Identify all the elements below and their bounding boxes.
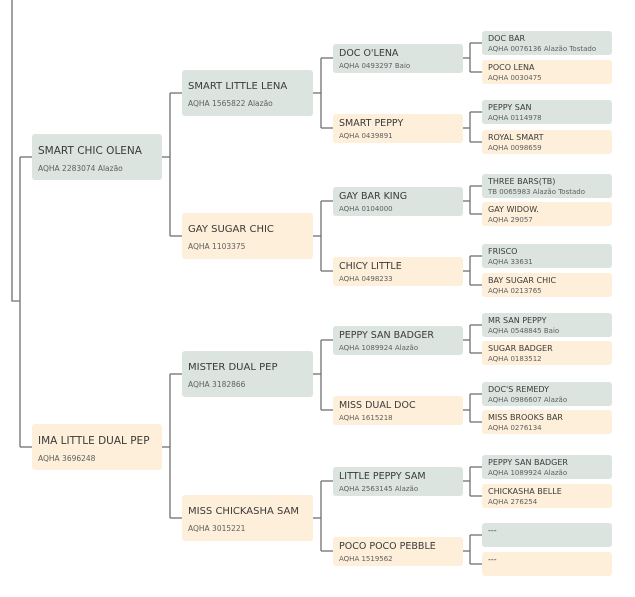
horse-name: --- [488, 555, 497, 564]
horse-box-gen4-1[interactable]: POCO LENA AQHA 0030475 [482, 60, 612, 84]
horse-registration: AQHA 1089924 Alazão [339, 343, 419, 352]
horse-box-gen3-0[interactable]: DOC O'LENA AQHA 0493297 Baio [333, 43, 463, 73]
horse-box-gen3-6[interactable]: LITTLE PEPPY SAM AQHA 2563145 Alazão [333, 466, 463, 496]
horse-box-gen2-1[interactable]: GAY SUGAR CHIC AQHA 1103375 [182, 213, 313, 259]
horse-box-gen3-7[interactable]: POCO POCO PEBBLE AQHA 1519562 [333, 536, 463, 566]
horse-name: SMART LITTLE LENA [188, 81, 288, 92]
horse-box-gen2-2[interactable]: MISTER DUAL PEP AQHA 3182866 [182, 351, 313, 397]
horse-registration: AQHA 3696248 [38, 454, 96, 463]
horse-registration: AQHA 0213765 [488, 287, 542, 295]
horse-box-gen4-14[interactable]: --- [482, 523, 612, 547]
horse-name: BAY SUGAR CHIC [488, 276, 557, 285]
horse-registration: AQHA 0276134 [488, 424, 542, 432]
horse-box-gen4-3[interactable]: ROYAL SMART AQHA 0098659 [482, 130, 612, 154]
horse-name: FRISCO [488, 247, 518, 256]
horse-box-gen3-4[interactable]: PEPPY SAN BADGER AQHA 1089924 Alazão [333, 325, 463, 355]
horse-box-gen4-13[interactable]: CHICKASHA BELLE AQHA 276254 [482, 484, 612, 508]
horse-registration: AQHA 0493297 Baio [339, 61, 411, 70]
horse-box-gen3-2[interactable]: GAY BAR KING AQHA 0104000 [333, 186, 463, 216]
horse-name: GAY BAR KING [339, 190, 408, 202]
horse-name: SMART CHIC OLENA [38, 145, 142, 157]
horse-name: SUGAR BADGER [488, 344, 553, 353]
horse-name: SMART PEPPY [339, 117, 404, 129]
horse-registration: AQHA 0986607 Alazão [488, 396, 568, 404]
horse-registration: AQHA 0183512 [488, 355, 542, 363]
horse-name: MISS DUAL DOC [339, 399, 416, 411]
horse-box-gen2-0[interactable]: SMART LITTLE LENA AQHA 1565822 Alazão [182, 70, 313, 116]
horse-name: GAY WIDOW. [488, 205, 539, 214]
horse-name: --- [488, 526, 497, 535]
horse-registration: AQHA 3182866 [188, 380, 246, 389]
horse-registration: AQHA 1103375 [188, 242, 246, 251]
horse-name: DOC O'LENA [339, 47, 399, 59]
horse-box-gen4-15[interactable]: --- [482, 552, 612, 576]
horse-registration: AQHA 0548845 Baio [488, 327, 560, 335]
horse-registration: AQHA 276254 [488, 498, 538, 506]
horse-box-gen3-5[interactable]: MISS DUAL DOC AQHA 1615218 [333, 395, 463, 425]
horse-registration: AQHA 2283074 Alazão [38, 164, 123, 173]
horse-registration: AQHA 0098659 [488, 144, 542, 152]
horse-registration: AQHA 1565822 Alazão [188, 99, 273, 108]
horse-box-gen4-9[interactable]: SUGAR BADGER AQHA 0183512 [482, 341, 612, 365]
horse-name: MR SAN PEPPY [488, 316, 547, 325]
horse-name: IMA LITTLE DUAL PEP [38, 435, 150, 447]
horse-registration: AQHA 0030475 [488, 74, 542, 82]
horse-name: LITTLE PEPPY SAM [339, 470, 426, 482]
horse-name: GAY SUGAR CHIC [188, 224, 274, 235]
horse-box-gen4-12[interactable]: PEPPY SAN BADGER AQHA 1089924 Alazão [482, 455, 612, 479]
horse-box-gen4-7[interactable]: BAY SUGAR CHIC AQHA 0213765 [482, 273, 612, 297]
horse-box-gen4-5[interactable]: GAY WIDOW. AQHA 29057 [482, 202, 612, 226]
horse-name: POCO LENA [488, 63, 535, 72]
horse-name: CHICKASHA BELLE [488, 487, 562, 496]
horse-name: MISS CHICKASHA SAM [188, 506, 299, 517]
horse-name: ROYAL SMART [488, 133, 544, 142]
root-connector [11, 0, 20, 302]
horse-registration: AQHA 3015221 [188, 524, 246, 533]
horse-registration: AQHA 0114978 [488, 114, 542, 122]
horse-box-gen1-0[interactable]: SMART CHIC OLENA AQHA 2283074 Alazão [32, 134, 162, 180]
horse-registration: AQHA 33631 [488, 258, 533, 266]
horse-registration: AQHA 0076136 Alazão Tostado [488, 45, 597, 53]
horse-registration: TB 0065983 Alazão Tostado [488, 188, 585, 196]
horse-box-gen3-3[interactable]: CHICY LITTLE AQHA 0498233 [333, 256, 463, 286]
horse-name: PEPPY SAN BADGER [339, 329, 434, 341]
horse-name: MISS BROOKS BAR [488, 413, 563, 422]
horse-registration: AQHA 0104000 [339, 204, 393, 213]
horse-box-gen2-3[interactable]: MISS CHICKASHA SAM AQHA 3015221 [182, 495, 313, 541]
horse-registration: AQHA 1089924 Alazão [488, 469, 568, 477]
horse-registration: AQHA 1519562 [339, 554, 393, 563]
horse-box-gen4-6[interactable]: FRISCO AQHA 33631 [482, 244, 612, 268]
horse-box-gen4-8[interactable]: MR SAN PEPPY AQHA 0548845 Baio [482, 313, 612, 337]
horse-name: CHICY LITTLE [339, 260, 402, 272]
horse-box-gen1-1[interactable]: IMA LITTLE DUAL PEP AQHA 3696248 [32, 424, 162, 470]
horse-name: PEPPY SAN BADGER [488, 458, 568, 467]
horse-name: DOC'S REMEDY [488, 385, 550, 394]
horse-name: PEPPY SAN [488, 103, 532, 112]
horse-box-gen4-4[interactable]: THREE BARS(TB) TB 0065983 Alazão Tostado [482, 174, 612, 198]
horse-box-gen4-0[interactable]: DOC BAR AQHA 0076136 Alazão Tostado [482, 31, 612, 55]
horse-box-gen3-1[interactable]: SMART PEPPY AQHA 0439891 [333, 113, 463, 143]
horse-name: DOC BAR [488, 34, 526, 43]
horse-registration: AQHA 0498233 [339, 274, 393, 283]
horse-registration: AQHA 29057 [488, 216, 533, 224]
horse-name: MISTER DUAL PEP [188, 362, 278, 373]
horse-registration: AQHA 1615218 [339, 413, 393, 422]
horse-name: POCO POCO PEBBLE [339, 540, 436, 552]
horse-box-gen4-2[interactable]: PEPPY SAN AQHA 0114978 [482, 100, 612, 124]
horse-registration: AQHA 2563145 Alazão [339, 484, 419, 493]
horse-name: THREE BARS(TB) [488, 177, 556, 186]
horse-box-gen4-10[interactable]: DOC'S REMEDY AQHA 0986607 Alazão [482, 382, 612, 406]
horse-box-gen4-11[interactable]: MISS BROOKS BAR AQHA 0276134 [482, 410, 612, 434]
horse-registration: AQHA 0439891 [339, 131, 393, 140]
